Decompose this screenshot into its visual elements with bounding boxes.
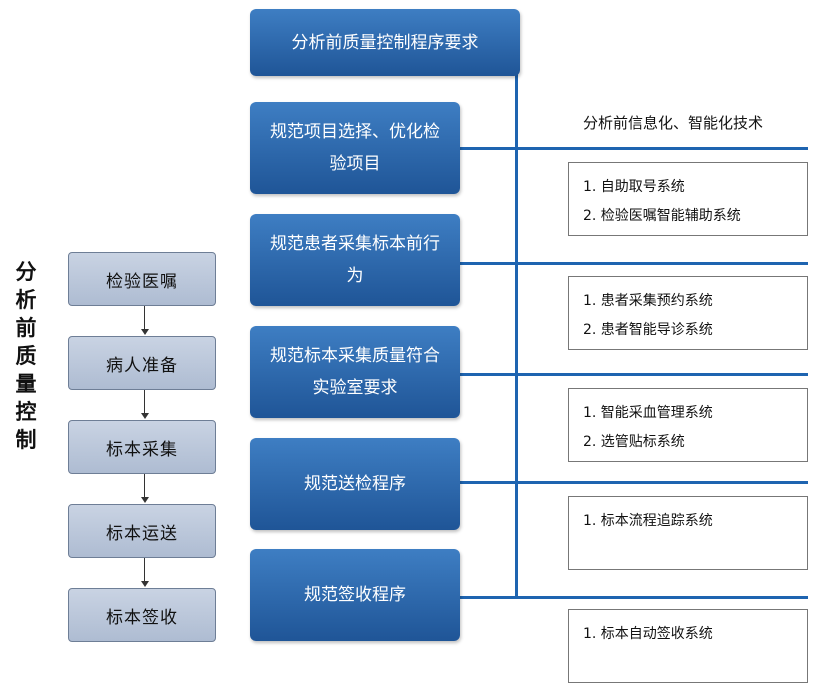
requirement-label: 规范送检程序 <box>304 474 406 494</box>
technology-item: 1. 标本流程追踪系统 <box>583 513 713 529</box>
flow-arrow <box>141 306 149 336</box>
requirements-title: 分析前质量控制程序要求 <box>291 32 479 53</box>
technology-item: 2. 检验医嘱智能辅助系统 <box>583 208 741 224</box>
connector-line <box>460 373 808 376</box>
requirement-box-collection-quality: 规范标本采集质量符合实验室要求 <box>250 326 460 418</box>
flow-arrow <box>141 558 149 588</box>
technology-item: 1. 标本自动签收系统 <box>583 626 713 642</box>
requirement-label: 规范签收程序 <box>304 585 406 605</box>
flow-arrow <box>141 474 149 504</box>
technology-item: 1. 智能采血管理系统 <box>583 405 713 421</box>
connector-line <box>460 262 808 265</box>
requirement-box-receipt: 规范签收程序 <box>250 549 460 641</box>
technology-item: 2. 患者智能导诊系统 <box>583 322 713 338</box>
requirement-label: 规范项目选择、优化检验项目 <box>270 122 440 174</box>
technology-box: 1. 智能采血管理系统 2. 选管贴标系统 <box>568 388 808 462</box>
connector-trunk <box>515 72 518 599</box>
step-patient-preparation: 病人准备 <box>68 336 216 390</box>
technology-box: 1. 自助取号系统 2. 检验医嘱智能辅助系统 <box>568 162 808 236</box>
technology-box: 1. 患者采集预约系统 2. 患者智能导诊系统 <box>568 276 808 350</box>
step-specimen-receipt: 标本签收 <box>68 588 216 642</box>
step-specimen-transport: 标本运送 <box>68 504 216 558</box>
technology-item: 2. 选管贴标系统 <box>583 434 685 450</box>
flow-arrow <box>141 390 149 420</box>
requirement-box-delivery: 规范送检程序 <box>250 438 460 530</box>
technology-box: 1. 标本自动签收系统 <box>568 609 808 683</box>
requirements-title-box: 分析前质量控制程序要求 <box>250 9 520 76</box>
requirement-box-patient-behavior: 规范患者采集标本前行为 <box>250 214 460 306</box>
connector-line <box>460 481 808 484</box>
requirement-label: 规范标本采集质量符合实验室要求 <box>270 346 440 398</box>
connector-line <box>460 596 808 599</box>
step-specimen-collection: 标本采集 <box>68 420 216 474</box>
requirement-label: 规范患者采集标本前行为 <box>270 234 440 286</box>
step-test-order: 检验医嘱 <box>68 252 216 306</box>
vertical-title: 分析前质量控制 <box>15 260 37 452</box>
technology-item: 1. 自助取号系统 <box>583 179 685 195</box>
technology-title: 分析前信息化、智能化技术 <box>583 114 764 132</box>
technology-item: 1. 患者采集预约系统 <box>583 293 713 309</box>
technology-box: 1. 标本流程追踪系统 <box>568 496 808 570</box>
connector-line <box>460 147 808 150</box>
requirement-box-item-selection: 规范项目选择、优化检验项目 <box>250 102 460 194</box>
